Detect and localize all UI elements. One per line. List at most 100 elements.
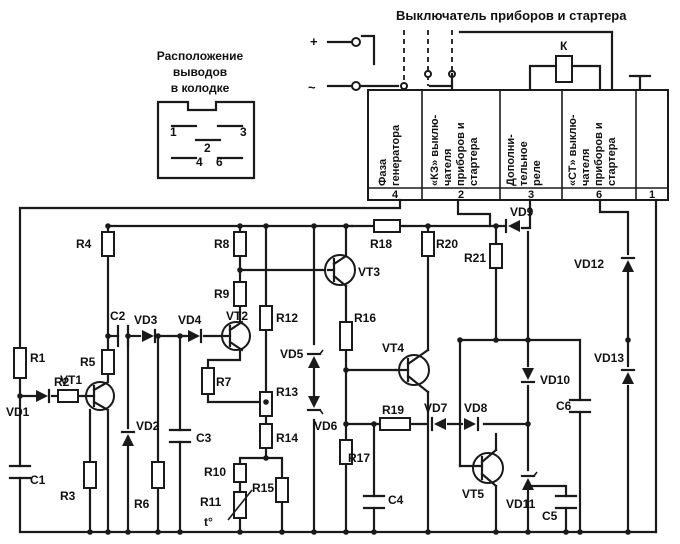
vd9 bbox=[504, 218, 520, 234]
label-vd3: VD3 bbox=[134, 313, 158, 327]
connector-caption-line-3: в колодке bbox=[171, 81, 230, 95]
label-r21: R21 bbox=[464, 251, 486, 265]
label-c1: C1 bbox=[30, 473, 46, 487]
pin-2-label: 2 bbox=[458, 189, 464, 201]
label-vd11: VD11 bbox=[506, 497, 536, 511]
r9-body bbox=[233, 281, 247, 307]
label-r1: R1 bbox=[30, 351, 46, 365]
r21-body bbox=[489, 243, 503, 269]
diodes bbox=[36, 218, 636, 490]
r15-body bbox=[275, 477, 289, 503]
component-labels: R1 R2 R3 R4 R5 R6 R7 R8 R9 R10 R11 t° R1… bbox=[6, 205, 624, 529]
label-r18: R18 bbox=[370, 237, 392, 251]
r10-body bbox=[233, 463, 247, 483]
thermistor-mark: t° bbox=[204, 515, 213, 529]
connector-pin-3: 3 bbox=[240, 125, 247, 139]
col-relay-line-1: Дополни- bbox=[505, 134, 517, 186]
resistors bbox=[13, 219, 503, 521]
col-relay-line-3: реле bbox=[531, 160, 543, 186]
label-r11: R11 bbox=[200, 495, 222, 509]
label-r16: R16 bbox=[354, 311, 376, 325]
label-r6: R6 bbox=[134, 497, 150, 511]
relay-k-label: К bbox=[560, 39, 568, 53]
vd1 bbox=[36, 388, 51, 404]
label-r19: R19 bbox=[382, 403, 404, 417]
r2-body bbox=[57, 389, 79, 403]
label-r15: R15 bbox=[252, 481, 274, 495]
col-relay-line-2: тельное bbox=[518, 141, 530, 186]
col-st-line-2: чателя bbox=[580, 149, 592, 186]
vt3 bbox=[324, 254, 356, 288]
label-vd4: VD4 bbox=[178, 313, 202, 327]
label-vd6: VD6 bbox=[314, 419, 338, 433]
r6-body bbox=[151, 461, 165, 489]
wiring bbox=[18, 198, 658, 534]
label-c2: C2 bbox=[110, 309, 126, 323]
vd6 bbox=[306, 396, 324, 415]
r17-body bbox=[339, 439, 353, 465]
label-r13: R13 bbox=[276, 385, 298, 399]
label-vt3: VT3 bbox=[358, 265, 380, 279]
diagram-title: Выключатель приборов и стартера bbox=[396, 8, 627, 23]
label-c5: C5 bbox=[542, 509, 558, 523]
vd7 bbox=[430, 416, 446, 432]
label-r4: R4 bbox=[76, 237, 92, 251]
r12-body bbox=[259, 305, 273, 331]
col-phase-line-2: генератора bbox=[390, 124, 402, 186]
ignition-switch: + ~ К bbox=[308, 30, 652, 95]
terminal-block: Фаза генератора «КЗ» выклю- чателя прибо… bbox=[367, 89, 669, 201]
label-r8: R8 bbox=[214, 237, 230, 251]
label-vd1: VD1 bbox=[6, 405, 30, 419]
label-r10: R10 bbox=[204, 465, 226, 479]
pin-6-label: 6 bbox=[596, 189, 602, 201]
label-c6: C6 bbox=[556, 399, 572, 413]
vd10 bbox=[520, 368, 536, 384]
col-st-line-1: «СТ» выклю- bbox=[567, 114, 579, 186]
label-r9: R9 bbox=[214, 287, 230, 301]
col-kz-line-2: чателя bbox=[442, 149, 454, 186]
connector-caption-line-1: Расположение bbox=[157, 49, 244, 63]
col-st-line-3: приборов и bbox=[593, 122, 605, 186]
label-vd8: VD8 bbox=[464, 401, 488, 415]
connector-pin-2: 2 bbox=[204, 141, 211, 155]
label-vd5: VD5 bbox=[280, 347, 304, 361]
r4-body bbox=[101, 231, 115, 257]
label-vd7: VD7 bbox=[424, 401, 448, 415]
label-r14: R14 bbox=[276, 431, 298, 445]
r19-body bbox=[379, 417, 411, 431]
plus-terminal-label: + bbox=[310, 34, 318, 49]
pin-4-label: 4 bbox=[392, 189, 399, 201]
connector-caption-line-2: выводов bbox=[173, 65, 227, 79]
connector-outline bbox=[156, 100, 256, 180]
label-vd10: VD10 bbox=[540, 373, 570, 387]
relay-k-coil bbox=[555, 55, 573, 83]
vd5 bbox=[306, 349, 324, 368]
r16-body bbox=[339, 321, 353, 351]
vt5 bbox=[458, 448, 504, 488]
capacitors bbox=[8, 324, 592, 510]
label-r2: R2 bbox=[54, 375, 70, 389]
connector-pin-1: 1 bbox=[170, 125, 177, 139]
vd3 bbox=[142, 328, 157, 344]
pin-3-label: 3 bbox=[528, 189, 534, 201]
r5-body bbox=[101, 349, 115, 375]
vt1 bbox=[82, 380, 115, 412]
connector-inset: Расположение выводов в колодке 1 2 3 4 6 bbox=[156, 49, 256, 180]
label-vt5: VT5 bbox=[462, 487, 484, 501]
r3-body bbox=[83, 461, 97, 489]
label-vd2: VD2 bbox=[136, 419, 160, 433]
label-r17: R17 bbox=[348, 451, 370, 465]
vd4 bbox=[188, 328, 203, 344]
connector-pin-6: 6 bbox=[216, 155, 223, 169]
label-r5: R5 bbox=[80, 355, 96, 369]
label-c4: C4 bbox=[388, 493, 404, 507]
col-kz-line-4: стартера bbox=[468, 137, 480, 186]
label-vt2: VT2 bbox=[226, 309, 248, 323]
c1 bbox=[8, 464, 32, 480]
c6 bbox=[568, 398, 592, 414]
ac-terminal-label: ~ bbox=[308, 80, 316, 95]
label-vd9: VD9 bbox=[510, 205, 534, 219]
junction-dots bbox=[17, 223, 631, 535]
vd2 bbox=[120, 430, 136, 446]
